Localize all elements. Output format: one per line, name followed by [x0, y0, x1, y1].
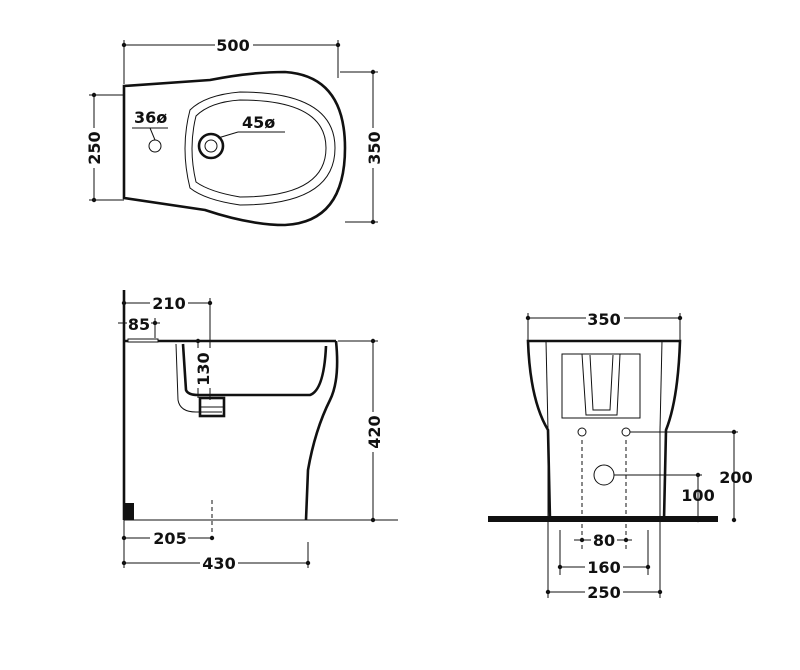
top-view: 36ø 45ø 500 350 250: [85, 36, 384, 227]
tap-hole: [148, 139, 162, 153]
side-view: 210 85 130 420 205 430: [118, 290, 398, 573]
drain-hole: [197, 132, 225, 160]
dim-205: 205: [153, 529, 186, 548]
dim-depth-350: 350: [365, 131, 384, 164]
dim-rear-80: 80: [593, 531, 615, 550]
dim-rear-100: 100: [681, 486, 714, 505]
dim-420: 420: [365, 415, 384, 448]
dim-rear-160: 160: [587, 558, 620, 577]
rear-view: 350 200 100 80 160 250: [488, 310, 753, 602]
dim-130: 130: [194, 352, 213, 385]
dim-430: 430: [202, 554, 235, 573]
dim-rear-350: 350: [587, 310, 620, 329]
tap-hole-label: 36ø: [134, 108, 167, 127]
dim-height-250: 250: [85, 131, 104, 164]
dim-rear-250: 250: [587, 583, 620, 602]
dim-width-500: 500: [216, 36, 249, 55]
top-view-bowl: [184, 91, 336, 206]
dim-85: 85: [128, 315, 150, 334]
top-view-outline: [122, 70, 347, 227]
dim-210: 210: [152, 294, 185, 313]
drain-hole-label: 45ø: [242, 113, 275, 132]
dim-rear-200: 200: [719, 468, 752, 487]
